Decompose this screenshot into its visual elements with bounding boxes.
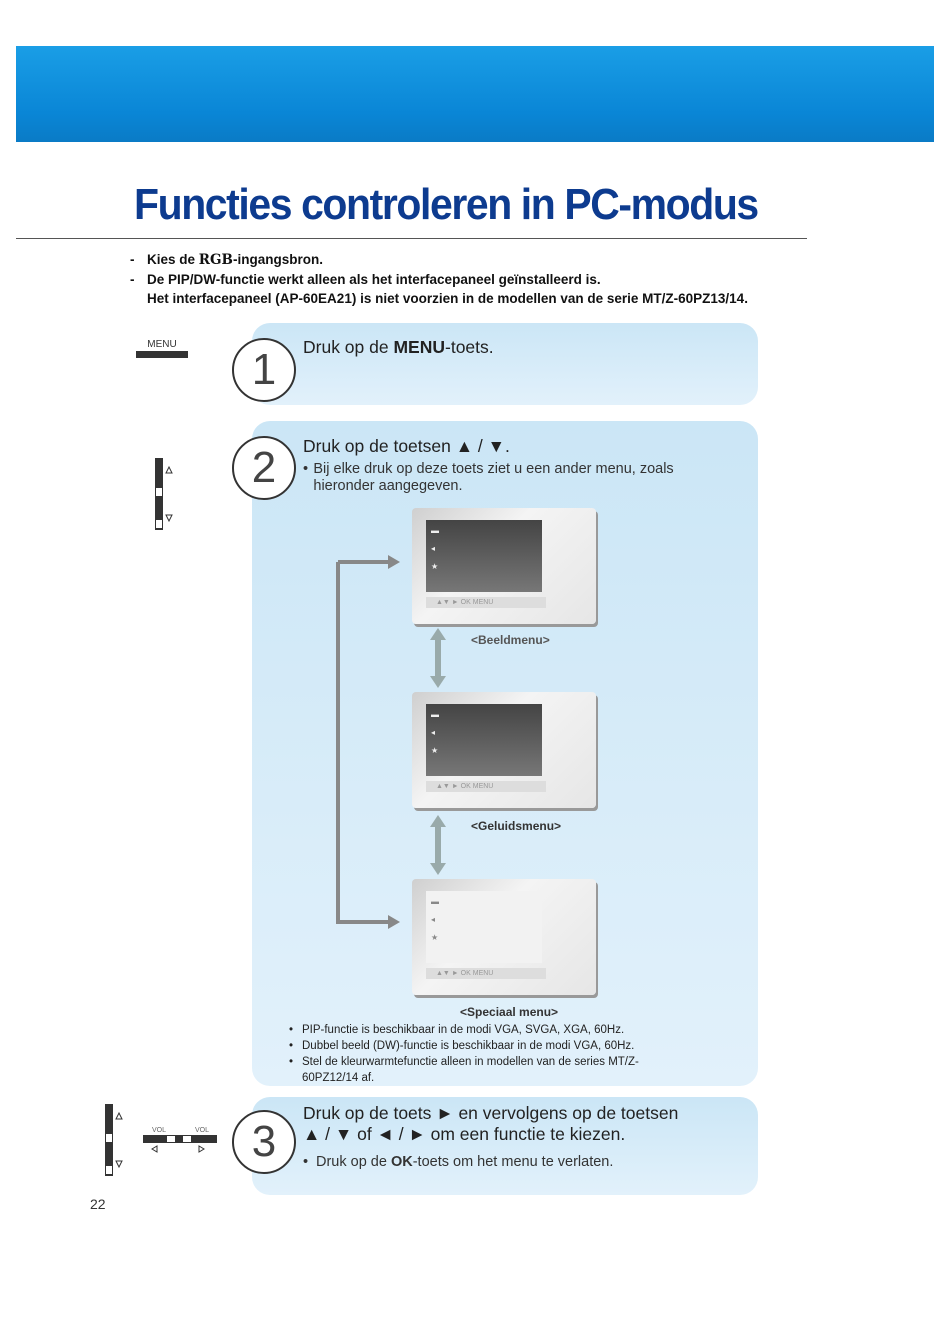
up-down-keys-icon-2	[105, 1104, 123, 1176]
step-3-panel	[252, 1097, 758, 1195]
up-down-arrow-icon-2	[430, 815, 446, 875]
step-1-panel	[252, 323, 758, 405]
note-item: •Dubbel beeld (DW)-functie is beschikbaa…	[289, 1040, 635, 1052]
page-title: Functies controleren in PC-modus	[134, 180, 759, 229]
caption-picture-menu: <Beeldmenu>	[471, 633, 550, 647]
menu-key-icon: MENU	[136, 339, 188, 358]
intro-item-1: -Kies de RGB-ingangsbron.	[130, 252, 323, 268]
step-2-number: 2	[232, 436, 296, 500]
caption-sound-menu: <Geluidsmenu>	[471, 819, 562, 833]
svg-text:VOL: VOL	[152, 1127, 166, 1134]
up-down-keys-icon	[155, 458, 173, 530]
intro-item-3: Het interfacepaneel (AP-60EA21) is niet …	[147, 291, 748, 306]
up-down-arrow-icon-1	[430, 628, 446, 688]
tv-special-menu: ▬◂★ ▲▼ ► OK MENU	[412, 879, 596, 995]
step-3-bullet: •Druk op de OK-toets om het menu te verl…	[303, 1154, 614, 1170]
intro-list: -Kies de RGB-ingangsbron. -De PIP/DW-fun…	[130, 250, 748, 308]
step-3-number: 3	[232, 1110, 296, 1174]
notes-list: •PIP-functie is beschikbaar in de modi V…	[289, 1022, 709, 1086]
tv-sound-menu: ▬◂★ ▲▼ ► OK MENU	[412, 692, 596, 808]
step-1-number: 1	[232, 338, 296, 402]
page-number: 22	[90, 1196, 106, 1212]
caption-special-menu: <Speciaal menu>	[460, 1005, 559, 1019]
note-item: •Stel de kleurwarmtefunctie alleen in mo…	[289, 1056, 639, 1084]
step-2-bullet: •Bij elke druk op deze toets ziet u een …	[303, 461, 674, 494]
step-3-text: Druk op de toets ► en vervolgens op de t…	[303, 1103, 679, 1144]
tv-picture-menu: ▬◂★ ▲▼ ► OK MENU	[412, 508, 596, 624]
intro-item-2: -De PIP/DW-functie werkt alleen als het …	[130, 272, 601, 287]
volume-keys-icon: VOL VOL	[143, 1127, 217, 1153]
step-2-text: Druk op de toetsen ▲ / ▼.	[303, 436, 510, 456]
cycle-arrows-icon	[336, 555, 400, 929]
header-banner	[16, 46, 934, 142]
note-item: •PIP-functie is beschikbaar in de modi V…	[289, 1024, 625, 1036]
svg-text:VOL: VOL	[195, 1127, 209, 1134]
step-1-text: Druk op de MENU-toets.	[303, 337, 494, 357]
title-rule	[16, 238, 807, 239]
